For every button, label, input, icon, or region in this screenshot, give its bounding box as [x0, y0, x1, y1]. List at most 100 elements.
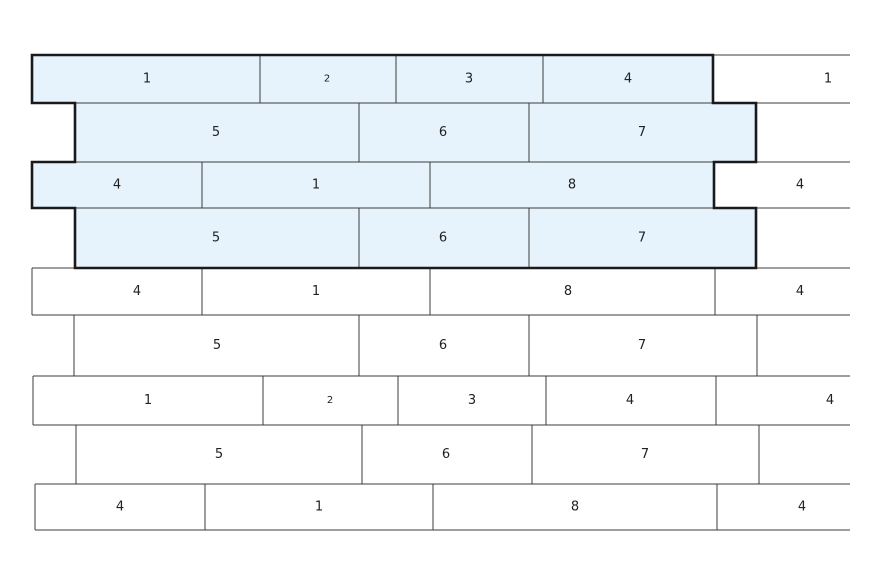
plank-body	[205, 484, 433, 530]
plank-body	[362, 425, 532, 484]
plank-number: 6	[439, 338, 447, 353]
plank: 3	[395, 54, 544, 104]
plank-number: 5	[212, 125, 220, 140]
plank-body	[543, 55, 713, 103]
plank-number: 8	[564, 284, 572, 299]
plank-number: 6	[439, 125, 447, 140]
plank-number: 3	[468, 393, 476, 408]
plank-number: 6	[439, 231, 447, 246]
plank: 3	[397, 375, 547, 426]
plank-body	[716, 376, 850, 425]
plank-number: 3	[465, 72, 473, 87]
plank-row: 5 6 7	[74, 207, 757, 269]
plank-body	[76, 425, 362, 484]
plank: 2	[262, 375, 399, 426]
plank-number: 7	[641, 447, 649, 462]
plank-number: 2	[324, 74, 330, 85]
plank: 4	[31, 161, 203, 209]
plank: 8	[432, 483, 718, 531]
plank-number: 1	[143, 72, 151, 87]
plank-number: 4	[826, 393, 834, 408]
plank-row: 1 2 3 4 1	[31, 54, 850, 104]
plank-number: 4	[796, 284, 804, 299]
plank: 4	[714, 267, 850, 316]
plank: 7	[528, 314, 758, 377]
plank-number: 6	[442, 447, 450, 462]
plank: 1	[204, 483, 434, 531]
plank-number: 4	[796, 178, 804, 193]
plank-body	[32, 162, 202, 208]
plank: 1	[32, 375, 264, 426]
plank-body	[717, 484, 850, 530]
plank-body	[359, 103, 529, 162]
plank-body	[532, 425, 759, 484]
plank-body	[714, 162, 850, 208]
plank: 4	[34, 483, 206, 531]
plank-number: 4	[798, 500, 806, 515]
plank-number: 4	[624, 72, 632, 87]
highlighted-section-outline	[30, 53, 758, 270]
plank-row: 5 6 7	[73, 314, 758, 377]
plank-number: 8	[568, 178, 576, 193]
plank-body	[33, 376, 263, 425]
plank-number: 4	[133, 284, 141, 299]
plank-number: 1	[312, 178, 320, 193]
plank: 5	[74, 102, 360, 163]
plank-body	[529, 103, 756, 162]
plank-number: 5	[213, 338, 221, 353]
plank: 4	[545, 375, 717, 426]
plank-row: 5 6 7	[75, 424, 760, 485]
plank: 8	[429, 161, 715, 209]
plank: 6	[358, 102, 530, 163]
plank-body	[546, 376, 716, 425]
plank: 1	[201, 267, 431, 316]
plank: 1	[31, 54, 261, 104]
plank: 5	[73, 314, 360, 377]
plank-number: 4	[116, 500, 124, 515]
plank: 4	[542, 54, 714, 104]
plank: 4	[715, 375, 850, 426]
plank-body	[713, 55, 850, 103]
plank-number: 1	[315, 500, 323, 515]
plank: 4	[716, 483, 850, 531]
plank-body	[202, 162, 430, 208]
plank-body	[202, 268, 430, 315]
plank-number: 7	[638, 231, 646, 246]
plank-body	[529, 208, 756, 268]
plank-body	[35, 484, 205, 530]
plank-body	[32, 268, 202, 315]
plank-body	[75, 208, 359, 268]
plank: 6	[358, 314, 530, 377]
plank: 7	[528, 207, 757, 269]
plank-row: 4 1 8 4	[31, 267, 850, 316]
plank-grid: 1 2 3 4 1 5 6 7 4 1 8 4 5 6 7 4 1 8 4 5 6 7 1 2 3 4 4 5 6 7 4 1 8 4	[31, 54, 850, 531]
plank-row: 1 2 3 4 4	[32, 375, 850, 426]
plank-number: 7	[638, 125, 646, 140]
plank-body	[359, 208, 529, 268]
plank: 6	[358, 207, 530, 269]
plank-number: 1	[824, 72, 832, 87]
plank-body	[359, 315, 529, 376]
plank: 1	[712, 54, 850, 104]
plank: 6	[361, 424, 533, 485]
plank-body	[263, 376, 398, 425]
plank: 4	[31, 267, 203, 316]
plank: 1	[201, 161, 431, 209]
plank-body	[396, 55, 543, 103]
plank-body	[430, 268, 715, 315]
plank-body	[75, 103, 359, 162]
plank-body	[398, 376, 546, 425]
plank-body	[433, 484, 717, 530]
plank: 4	[713, 161, 850, 209]
plank-number: 7	[638, 338, 646, 353]
plank-number: 1	[144, 393, 152, 408]
plank-body	[715, 268, 850, 315]
plank-number: 5	[212, 231, 220, 246]
plank: 8	[429, 267, 716, 316]
plank-number: 1	[312, 284, 320, 299]
plank-number: 4	[626, 393, 634, 408]
plank-number: 4	[113, 178, 121, 193]
plank: 5	[75, 424, 363, 485]
plank-number: 5	[215, 447, 223, 462]
